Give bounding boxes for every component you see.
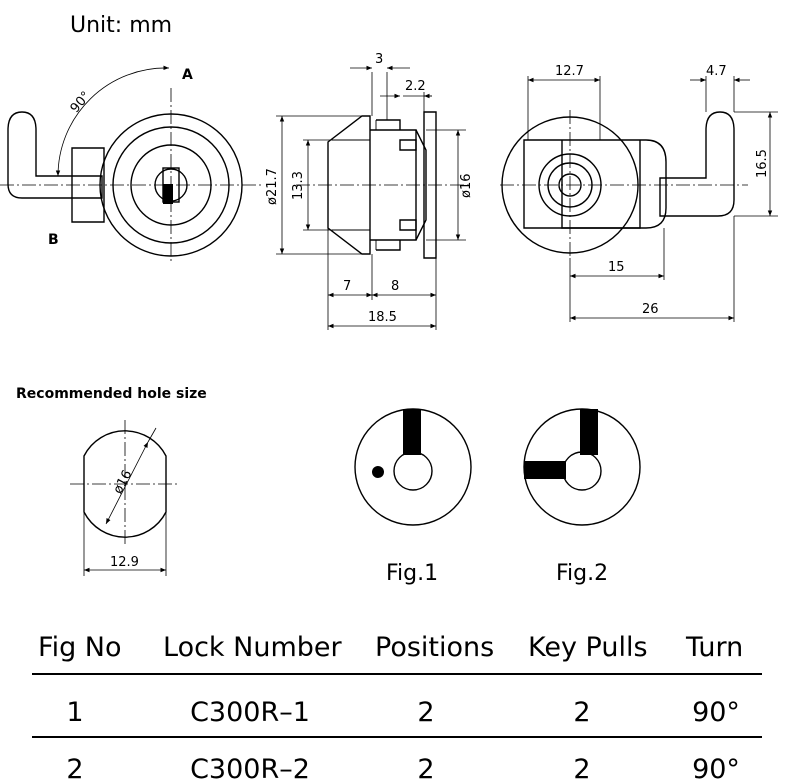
- dim-16: ø16: [459, 174, 474, 199]
- front-view: 90° A B: [0, 65, 262, 262]
- table-cell-positions: 2: [417, 697, 434, 728]
- table-header-fig-no: Fig No: [38, 632, 122, 663]
- fig-1: Fig.1: [354, 408, 472, 586]
- label-b: B: [48, 232, 59, 248]
- rear-view: 12.7 4.7 16.5 15 26: [500, 64, 778, 322]
- dim-8: 8: [391, 279, 399, 294]
- dim-2-2: 2.2: [405, 79, 426, 94]
- dim-16-5: 16.5: [755, 149, 770, 178]
- table-header-lock-number: Lock Number: [163, 632, 343, 663]
- angle-label: 90°: [68, 89, 94, 116]
- lock-table: Fig No Lock Number Positions Key Pulls T…: [32, 632, 762, 781]
- table-cell-positions: 2: [417, 754, 434, 781]
- table-header-turn: Turn: [685, 632, 743, 663]
- side-view: 3 2.2 ø21.7 13.3 ø16 7 8 18: [265, 52, 474, 330]
- dim-7: 7: [343, 279, 351, 294]
- hole-size-section: Recommended hole size ø16 12.9: [16, 386, 207, 576]
- dim-4-7: 4.7: [706, 64, 727, 79]
- table-cell-lock-number: C300R–1: [190, 697, 310, 728]
- table-header-key-pulls: Key Pulls: [528, 632, 648, 663]
- fig-2-label: Fig.2: [556, 561, 608, 586]
- label-a: A: [182, 67, 193, 83]
- table-cell-key-pulls: 2: [573, 754, 590, 781]
- dim-21-7: ø21.7: [265, 168, 280, 205]
- unit-label: Unit: mm: [70, 13, 172, 38]
- hole-width: 12.9: [110, 555, 139, 570]
- dim-3: 3: [375, 52, 383, 67]
- table-cell-turn: 90°: [692, 754, 740, 781]
- table-cell-fig-no: 2: [66, 754, 83, 781]
- hole-dia: ø16: [111, 468, 136, 497]
- hole-title: Recommended hole size: [16, 386, 207, 402]
- dim-26: 26: [642, 302, 659, 317]
- fig-2: Fig.2: [523, 408, 641, 586]
- table-cell-lock-number: C300R–2: [190, 754, 310, 781]
- dim-15: 15: [608, 260, 625, 275]
- dim-12-7: 12.7: [555, 64, 584, 79]
- table-cell-turn: 90°: [692, 697, 740, 728]
- table-cell-key-pulls: 2: [573, 697, 590, 728]
- table-header-positions: Positions: [375, 632, 494, 663]
- fig-1-label: Fig.1: [386, 561, 438, 586]
- dim-13-3: 13.3: [291, 171, 306, 200]
- dim-18-5: 18.5: [368, 310, 397, 325]
- table-cell-fig-no: 1: [66, 697, 83, 728]
